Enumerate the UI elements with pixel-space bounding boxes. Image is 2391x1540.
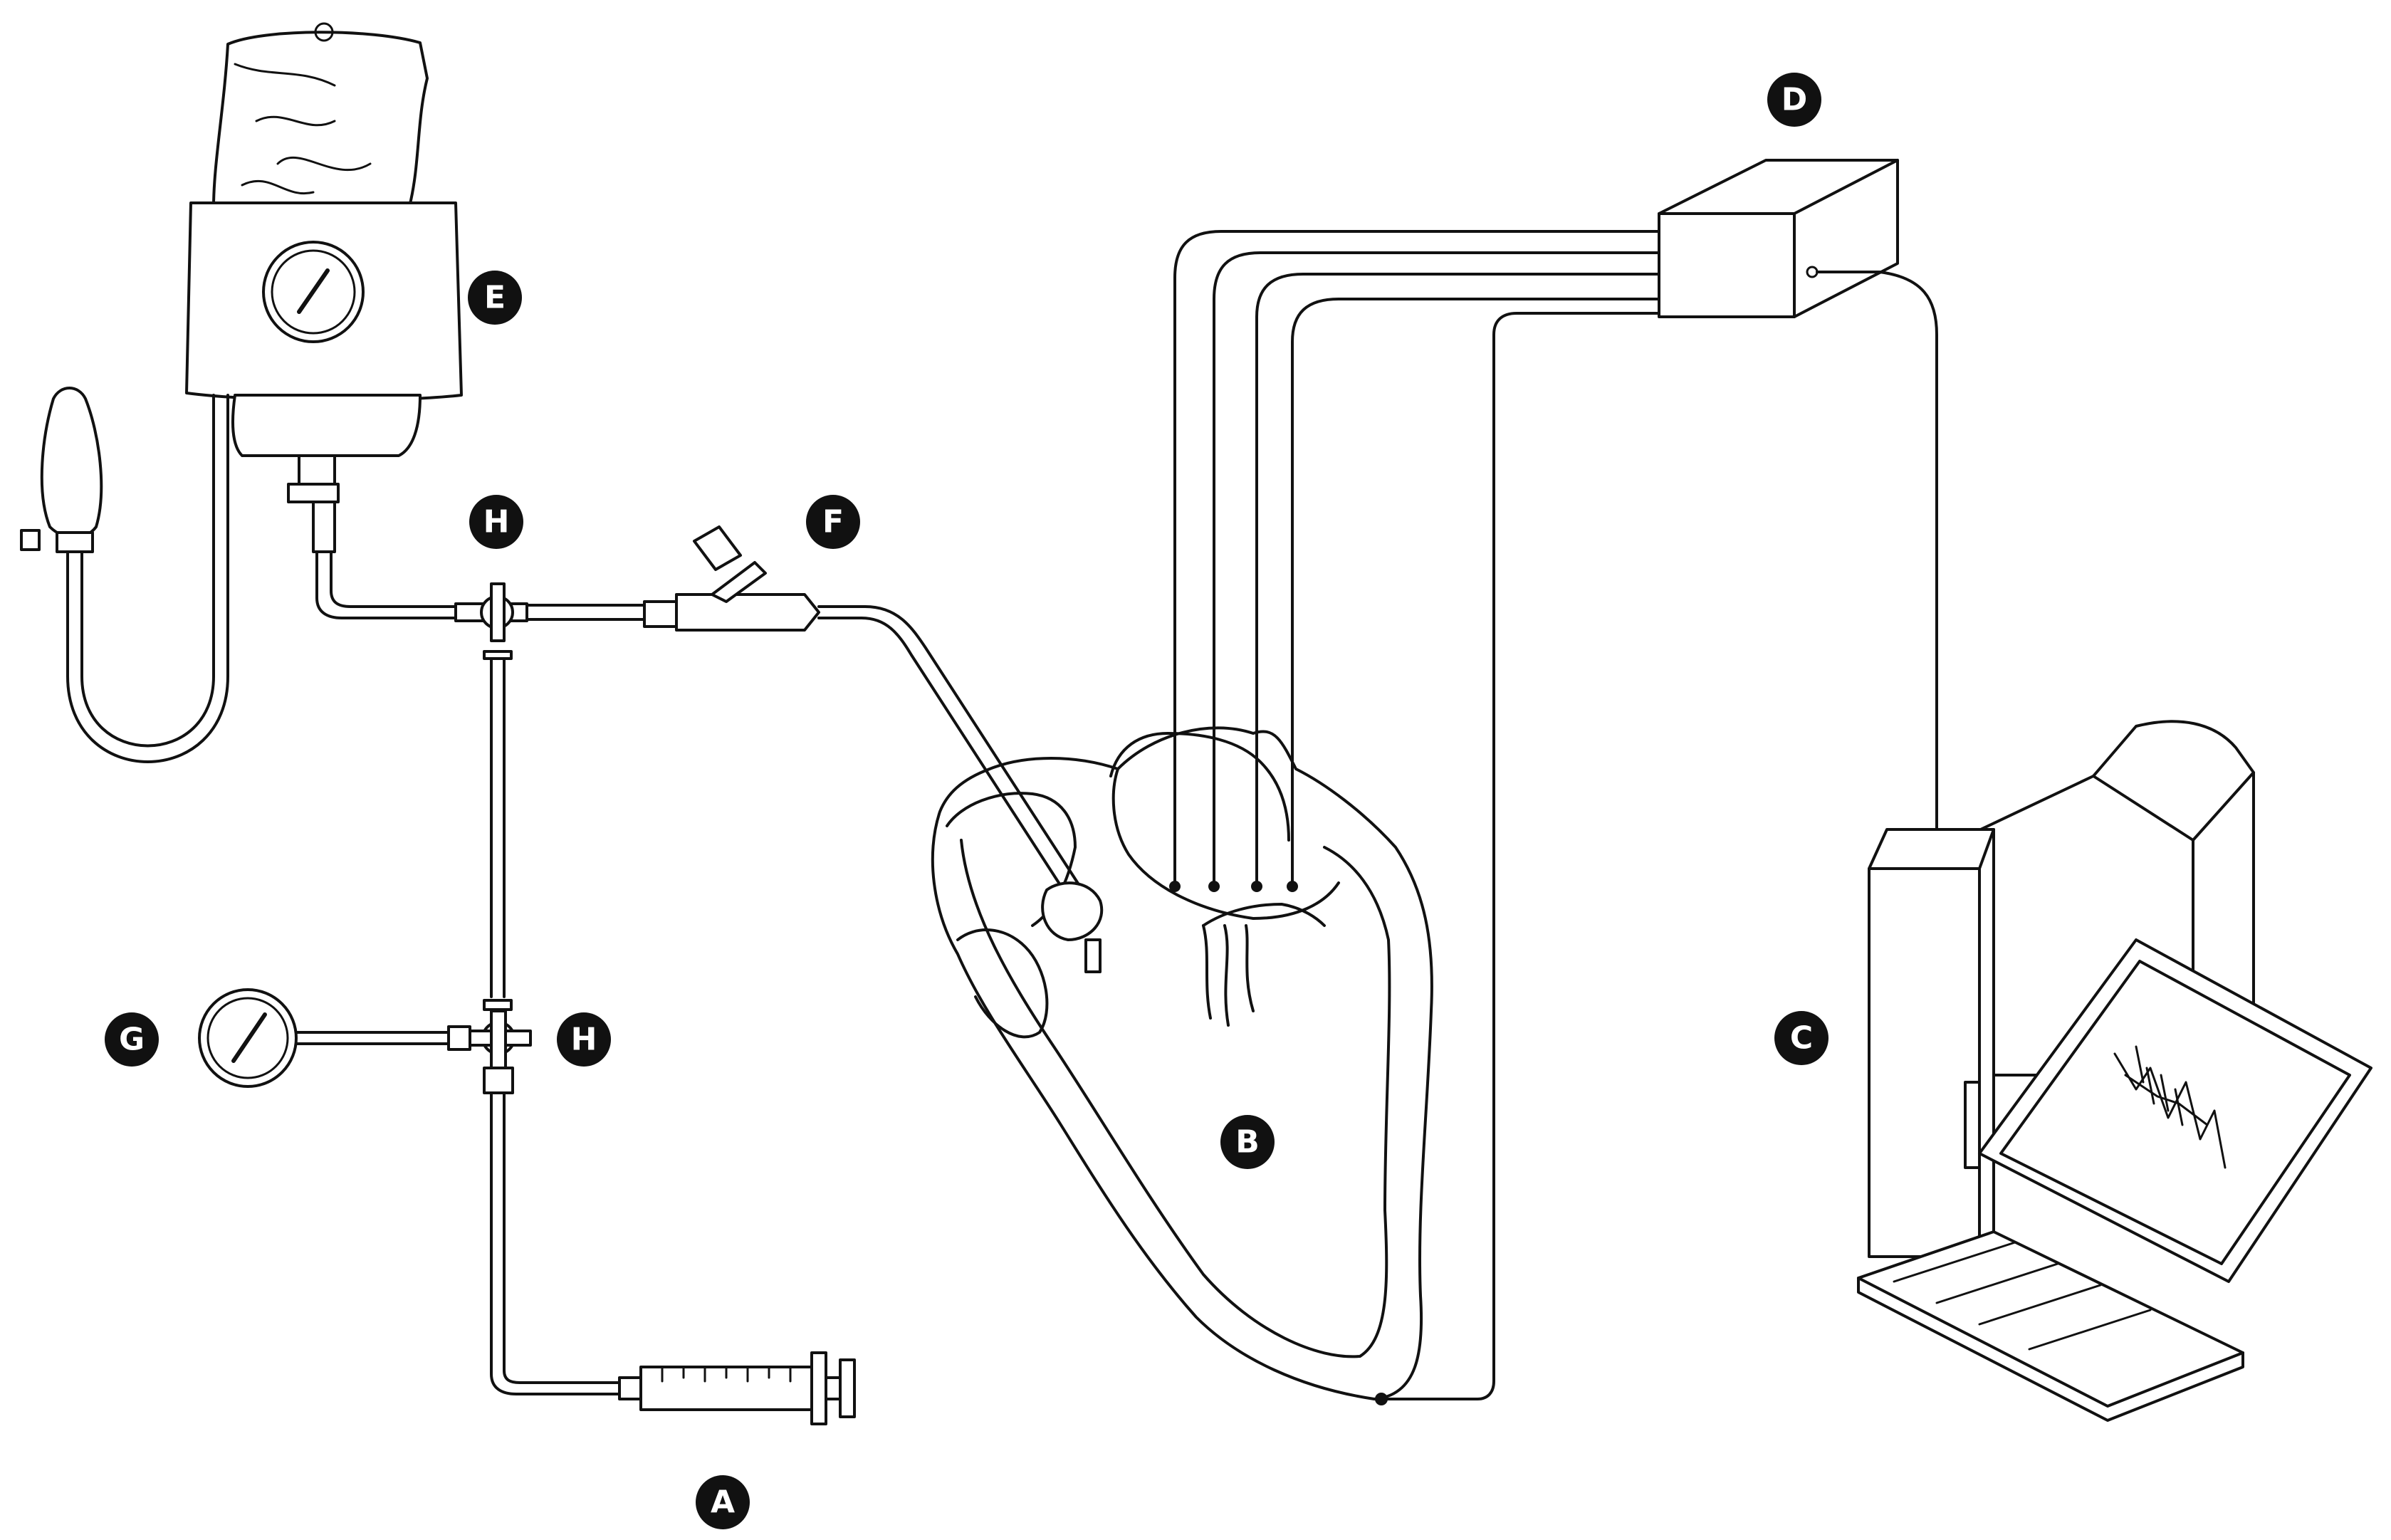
svg-text:A: A <box>711 1484 735 1521</box>
label-G: G <box>105 1012 159 1067</box>
electrode-leads <box>1169 230 1660 892</box>
pressure-infusion-bag <box>185 22 463 553</box>
svg-text:H: H <box>571 1022 597 1058</box>
svg-text:B: B <box>1235 1124 1260 1161</box>
label-B: B <box>1220 1115 1275 1169</box>
label-E: E <box>468 271 522 325</box>
svg-text:E: E <box>484 280 506 316</box>
computer-workstation <box>1857 720 2372 1422</box>
inflation-bulb <box>20 387 229 763</box>
label-C: C <box>1774 1011 1828 1065</box>
data-cable <box>1816 271 1938 1084</box>
label-A: A <box>696 1475 750 1529</box>
label-D: D <box>1767 73 1821 127</box>
svg-text:D: D <box>1782 82 1808 118</box>
syringe <box>618 1351 856 1425</box>
svg-text:F: F <box>822 504 844 540</box>
flush-tube <box>315 550 464 619</box>
svg-text:G: G <box>119 1022 145 1058</box>
reference-lead <box>1380 312 1660 1400</box>
label-H-bottom: H <box>557 1012 611 1067</box>
label-H-top: H <box>469 495 523 549</box>
stopcock-top <box>454 582 664 660</box>
catheter-introducer <box>643 525 1084 899</box>
stopcock-bottom <box>469 999 532 1094</box>
pressure-gauge <box>198 988 471 1088</box>
svg-text:H: H <box>483 504 510 540</box>
heart-illustration <box>931 726 1433 1400</box>
syringe-tube <box>490 1091 628 1395</box>
label-F: F <box>806 495 860 549</box>
svg-text:C: C <box>1790 1020 1813 1057</box>
amplifier-box <box>1658 159 1899 318</box>
